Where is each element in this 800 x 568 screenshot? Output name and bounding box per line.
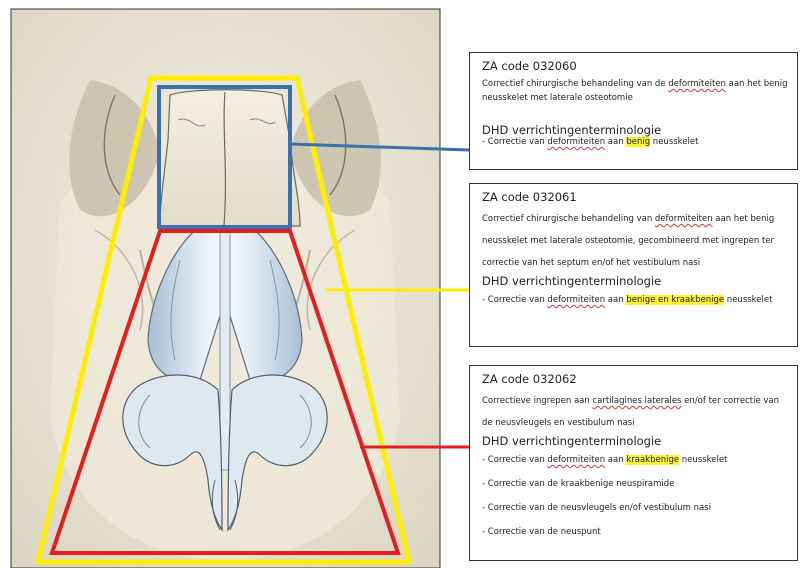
dhd-terminology-header: DHD verrichtingenterminologie (482, 434, 789, 448)
procedure-description: Correctief chirurgische behandeling van … (482, 208, 789, 274)
terminology-item: - Correctie van deformiteiten aan kraakb… (482, 448, 789, 472)
septum (220, 226, 230, 470)
terminology-item: - Correctie van de neusvleugels en/of ve… (482, 496, 789, 520)
procedure-description: Correctieve ingrepen aan cartilagines la… (482, 390, 789, 434)
procedure-box-032062: ZA code 032062 Correctieve ingrepen aan … (469, 365, 798, 561)
za-code-label: ZA code 032060 (482, 59, 789, 73)
procedure-description: Correctief chirurgische behandeling van … (482, 77, 789, 105)
za-code-label: ZA code 032062 (482, 372, 789, 386)
terminology-item: - Correctie van de neuspunt (482, 520, 789, 544)
za-code-label: ZA code 032061 (482, 190, 789, 204)
terminology-item: - Correctie van de kraakbenige neuspiram… (482, 472, 789, 496)
procedure-box-032061: ZA code 032061 Correctief chirurgische b… (469, 183, 798, 347)
terminology-item: - Correctie van deformiteiten aan benige… (482, 288, 789, 312)
dhd-terminology-header: DHD verrichtingenterminologie (482, 123, 789, 137)
procedure-box-032060: ZA code 032060 Correctief chirurgische b… (469, 52, 798, 170)
nasal-bones (160, 90, 300, 226)
dhd-terminology-header: DHD verrichtingenterminologie (482, 274, 789, 288)
terminology-item: - Correctie van deformiteiten aan benig … (482, 137, 789, 147)
